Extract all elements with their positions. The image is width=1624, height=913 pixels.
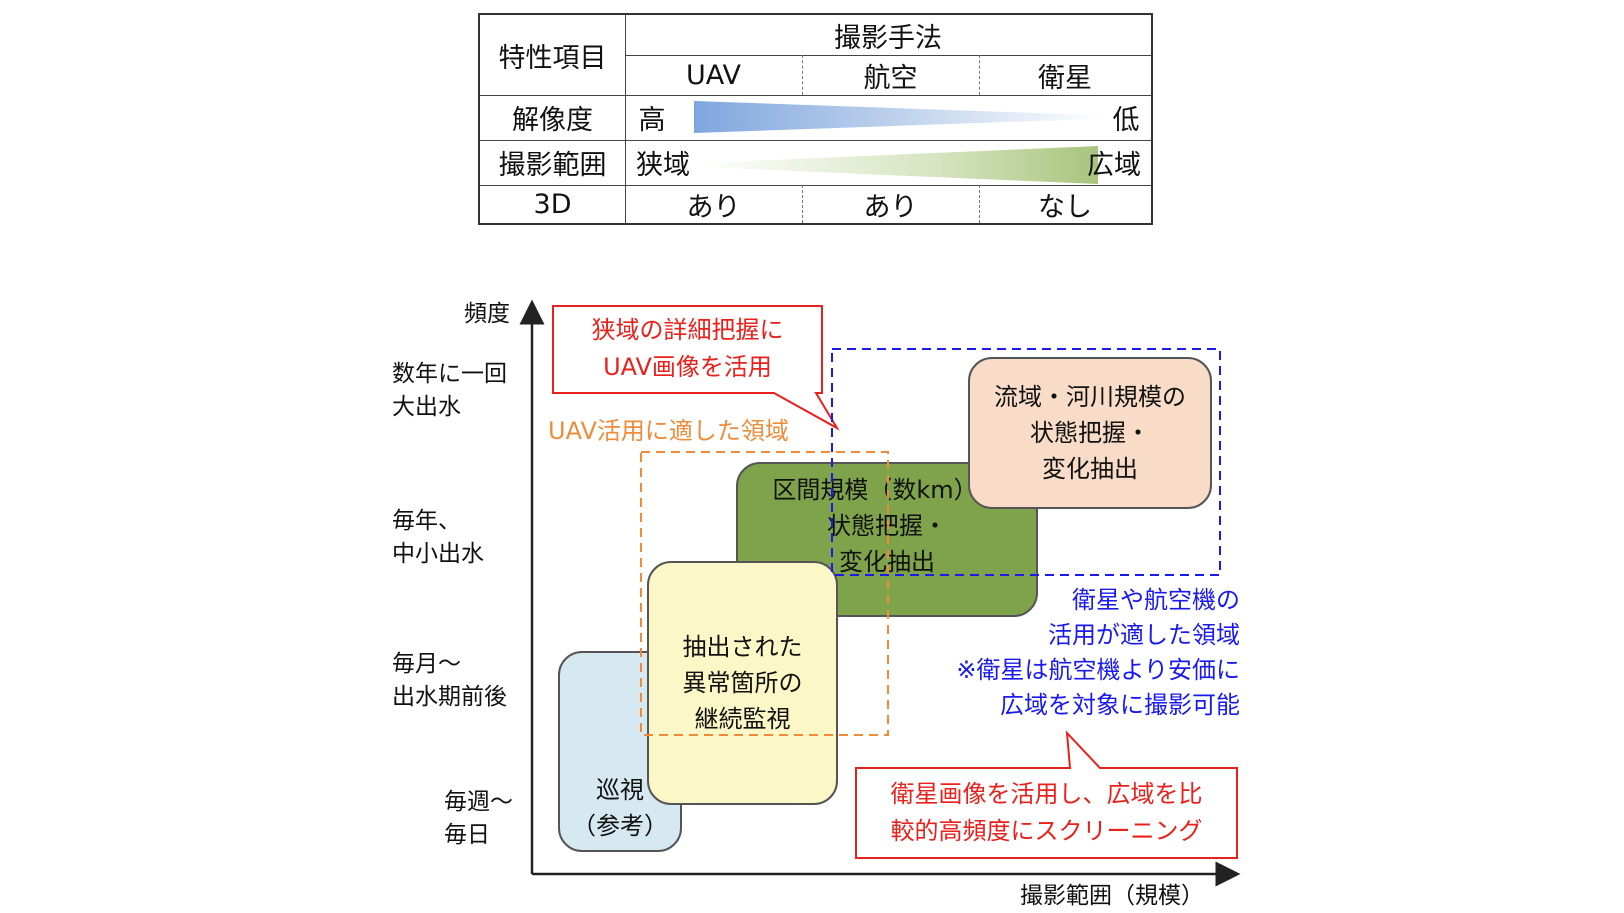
three-d-satellite: なし: [1038, 191, 1092, 223]
three-d-aerial: あり: [863, 191, 918, 223]
table-dashed-line: [802, 55, 803, 95]
table-dashed-line: [979, 185, 980, 223]
coverage-label: 撮影範囲: [498, 150, 607, 181]
uav-callout-text: 狭域の詳細把握に UAV画像を活用: [591, 316, 784, 381]
y-tick-weekly: 毎週～ 毎日: [444, 789, 513, 848]
anomaly-monitor-box: 抽出された 異常箇所の 継続監視: [647, 561, 838, 805]
y-tick-yearly: 毎年、 中小出水: [392, 508, 484, 567]
comparison-table: 特性項目 撮影手法 UAV 航空 衛星 解像度 高 低 撮影範囲 狭域 広域 3…: [478, 13, 1153, 225]
y-axis-label: 頻度: [464, 301, 510, 327]
basin-scale-box: 流域・河川規模の 状態把握・ 変化抽出: [968, 357, 1212, 509]
resolution-label: 解像度: [512, 105, 593, 136]
x-axis-label: 撮影範囲（規模）: [1020, 883, 1204, 909]
method-aerial: 航空: [863, 62, 918, 94]
table-hline: [480, 140, 1151, 141]
uav-region-label: UAV活用に適した領域: [548, 417, 789, 445]
row-header: 特性項目: [498, 42, 607, 74]
table-dashed-line: [802, 185, 803, 223]
table-hline: [480, 95, 1151, 96]
uav-callout-shape: [552, 305, 840, 431]
resolution-low: 低: [1112, 105, 1140, 136]
resolution-high: 高: [638, 105, 666, 136]
table-hline: [625, 55, 1151, 56]
table-vline: [625, 15, 626, 223]
three-d-label: 3D: [533, 188, 572, 220]
method-uav: UAV: [686, 59, 741, 91]
coverage-narrow: 狭域: [636, 150, 690, 181]
y-tick-rare: 数年に一回 大出水: [392, 361, 507, 420]
table-hline: [480, 185, 1151, 186]
satellite-callout-shape: [855, 730, 1238, 859]
satellite-region-label: 衛星や航空機の 活用が適した領域 ※衛星は航空機より安価に 広域を対象に撮影可能: [956, 586, 1240, 719]
coverage-wide: 広域: [1087, 150, 1141, 181]
satellite-callout-text: 衛星画像を活用し、広域を比 較的高頻度にスクリーニング: [890, 780, 1203, 845]
method-satellite: 衛星: [1038, 62, 1092, 94]
method-header: 撮影手法: [834, 22, 942, 54]
y-tick-monthly: 毎月～ 出水期前後: [392, 651, 507, 710]
table-dashed-line: [979, 55, 980, 95]
three-d-uav: あり: [686, 191, 741, 223]
